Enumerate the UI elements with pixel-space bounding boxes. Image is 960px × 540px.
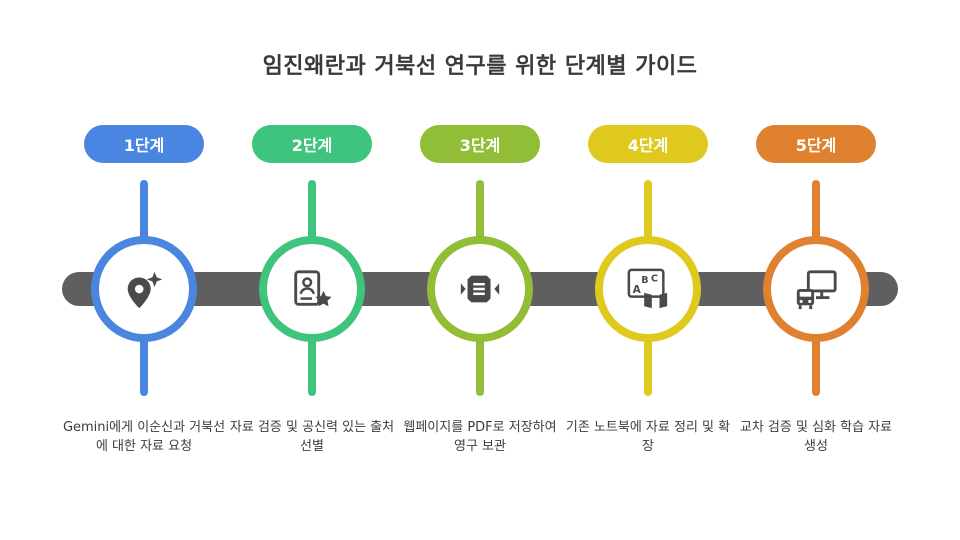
step-4-circle: A B C	[595, 236, 701, 342]
step-5-circle	[763, 236, 869, 342]
step-3: 3단계 웹페이지를 PDF로 저장하여 영구 보관	[396, 0, 564, 540]
svg-text:B: B	[641, 275, 648, 286]
step-1-connector-bottom	[140, 338, 148, 396]
step-2-connector-top	[308, 180, 316, 240]
location-sparkle-icon	[127, 271, 163, 309]
step-3-circle	[427, 236, 533, 342]
svg-text:C: C	[651, 273, 658, 284]
step-2: 2단계 자료 검증 및 공신력 있는 출처 선별	[228, 0, 396, 540]
step-5-badge: 5단계	[756, 125, 876, 163]
step-1-description: Gemini에게 이순신과 거북선에 대한 자료 요청	[62, 420, 226, 454]
step-2-badge: 2단계	[252, 125, 372, 163]
step-4: 4단계 A B C 기존 노트북에 자료 정리 및 확장	[564, 0, 732, 540]
step-4-badge: 4단계	[588, 125, 708, 163]
bus-monitor-icon	[796, 270, 837, 310]
page-title: 임진왜란과 거북선 연구를 위한 단계별 가이드	[262, 54, 698, 79]
step-4-description: 기존 노트북에 자료 정리 및 확장	[565, 420, 731, 454]
step-3-connector-top	[476, 180, 484, 240]
step-2-connector-bottom	[308, 338, 316, 396]
step-5-description: 교차 검증 및 심화 학습 자료 생성	[739, 420, 893, 454]
id-card-star-icon	[294, 270, 332, 307]
step-5-connector-top	[812, 180, 820, 240]
step-1: 1단계 Gemini에게 이순신과 거북선에 대한 자료 요청	[60, 0, 228, 540]
svg-text:A: A	[633, 284, 642, 296]
web-clip-icon	[460, 275, 500, 303]
step-1-badge: 1단계	[84, 125, 204, 163]
step-4-connector-top	[644, 180, 652, 240]
step-3-connector-bottom	[476, 338, 484, 396]
abc-book-icon: A B C	[627, 268, 668, 309]
step-3-badge: 3단계	[420, 125, 540, 163]
step-1-circle	[91, 236, 197, 342]
step-3-description: 웹페이지를 PDF로 저장하여 영구 보관	[403, 420, 557, 454]
step-2-description: 자료 검증 및 공신력 있는 출처 선별	[229, 420, 395, 454]
step-4-connector-bottom	[644, 338, 652, 396]
step-5-connector-bottom	[812, 338, 820, 396]
step-2-circle	[259, 236, 365, 342]
step-5: 5단계 교차 검증 및 심화 학습 자료 생성	[732, 0, 900, 540]
step-1-connector-top	[140, 180, 148, 240]
